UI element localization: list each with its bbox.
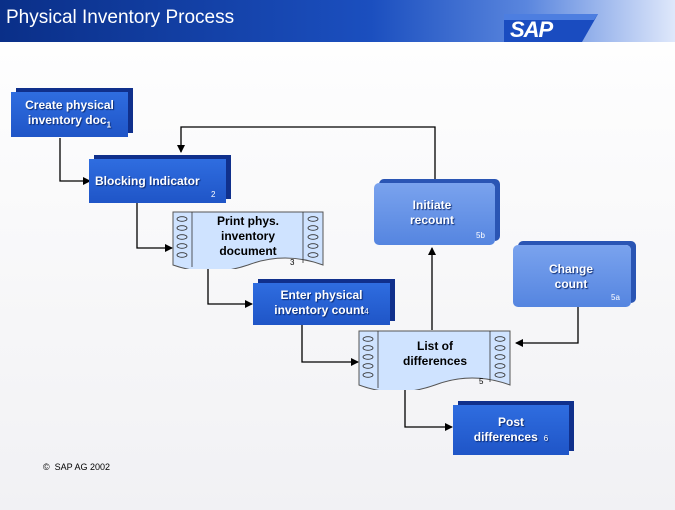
document-shape: [358, 330, 511, 390]
step-list-of-differences: List of differences 5: [358, 330, 511, 390]
enter-line1: Enter physical: [280, 288, 363, 302]
post-line1: Post: [497, 415, 524, 429]
step-create-doc: Create physical inventory doc1: [11, 92, 128, 137]
arrow-change-to-list: [515, 307, 579, 347]
print-num: 3: [290, 258, 295, 267]
change-line1: Change: [548, 262, 593, 276]
create-line1: Create physical: [25, 98, 114, 112]
sap-logo: [504, 14, 598, 42]
arrow-blocking-to-print: [136, 203, 173, 252]
copyright-text: SAP AG 2002: [54, 462, 111, 472]
create-num: 1: [106, 120, 112, 130]
create-line2: inventory doc: [27, 113, 107, 127]
copyright-notice: © SAP AG 2002: [43, 462, 110, 472]
page-title: Physical Inventory Process: [6, 7, 235, 28]
print-line1: Print phys.: [216, 214, 279, 228]
document-shape: [172, 211, 324, 269]
arrow-enter-to-list: [301, 322, 359, 366]
post-num: 6: [543, 434, 549, 443]
print-line2: inventory: [220, 229, 275, 243]
list-line1: List of: [417, 339, 453, 353]
step-blocking-indicator: Blocking Indicator 2: [89, 159, 226, 203]
step-initiate-recount: Initiate recount 5b: [374, 183, 495, 245]
list-line2: differences: [402, 354, 468, 368]
arrow-list-to-post: [404, 388, 453, 431]
step-print-document: Print phys. inventory document 3: [172, 211, 324, 269]
post-line2: differences: [473, 430, 538, 444]
change-num: 5a: [611, 293, 620, 302]
enter-num: 4: [364, 307, 369, 316]
copyright-icon: ©: [43, 462, 50, 472]
recount-num: 5b: [476, 231, 485, 240]
sap-logo-text: SAP: [510, 17, 553, 42]
arrow-recount-to-blocking: [177, 126, 436, 181]
step-post-differences: Post differences 6: [453, 405, 569, 455]
blocking-label: Blocking Indicator: [95, 174, 200, 188]
change-line2: count: [554, 277, 588, 291]
enter-line2: inventory count: [274, 303, 365, 317]
recount-line2: recount: [409, 213, 454, 227]
step-enter-count: Enter physical inventory count4: [253, 283, 390, 325]
step-change-count: Change count 5a: [513, 245, 631, 307]
blocking-num: 2: [211, 190, 216, 199]
recount-line1: Initiate: [412, 198, 452, 212]
arrow-print-to-enter: [207, 268, 253, 308]
print-line3: document: [219, 244, 277, 258]
arrow-create-to-blocking: [59, 138, 91, 185]
list-num: 5: [479, 377, 484, 386]
